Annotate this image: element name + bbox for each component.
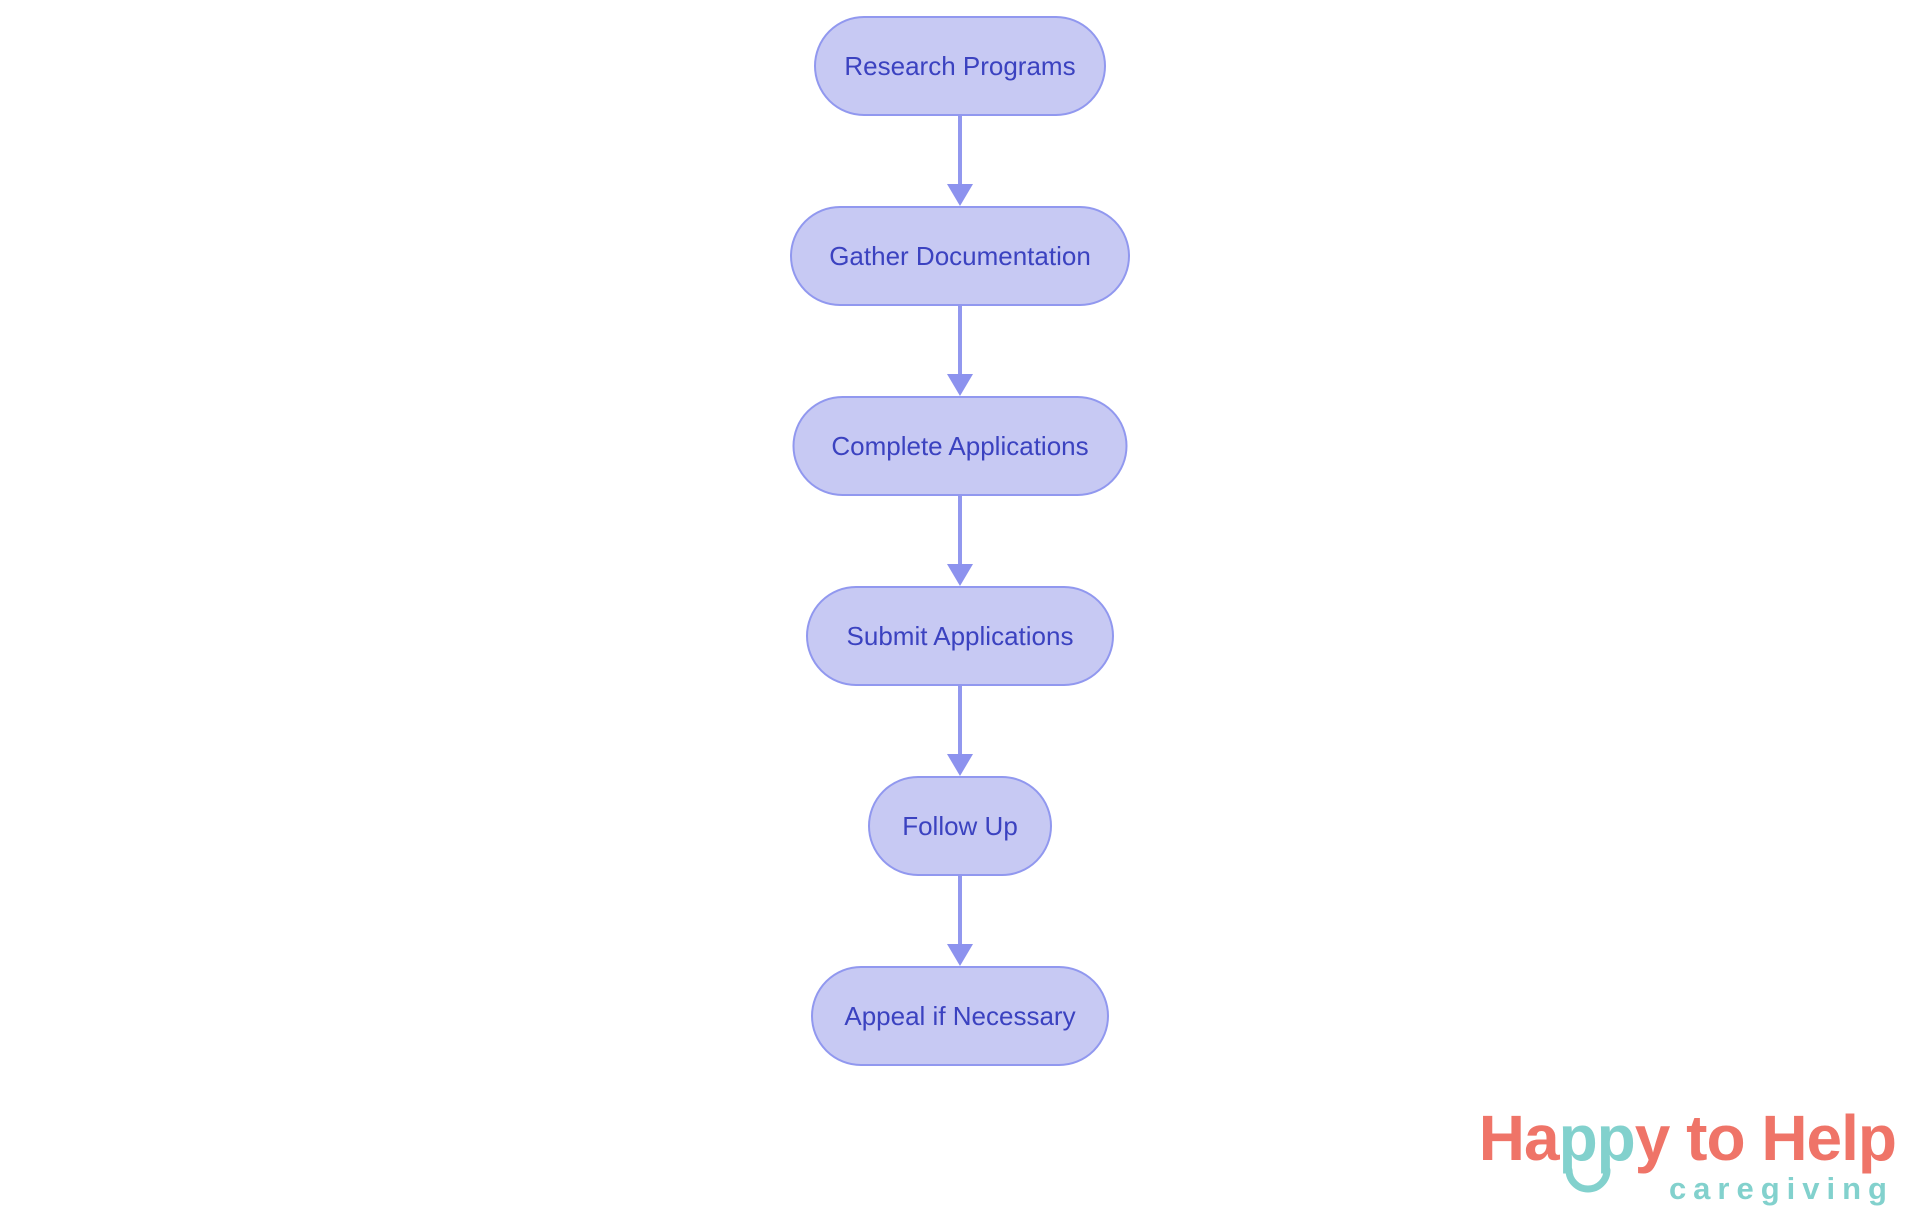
logo-text-pp-letters: pp	[1558, 1102, 1636, 1174]
flow-arrow-4	[946, 686, 974, 776]
flow-node-label: Complete Applications	[831, 430, 1089, 461]
smile-icon	[1565, 1167, 1611, 1193]
flow-arrow-2	[946, 306, 974, 396]
flow-node-label: Research Programs	[844, 50, 1076, 81]
arrow-stem	[958, 876, 962, 945]
flow-arrow-3	[946, 496, 974, 586]
flow-node-submit-applications: Submit Applications	[806, 586, 1114, 686]
arrow-head-icon	[947, 184, 973, 206]
arrow-head-icon	[947, 754, 973, 776]
flow-node-gather-documentation: Gather Documentation	[790, 206, 1130, 306]
logo-text-y-to-help: y to Help	[1634, 1102, 1897, 1174]
flow-node-research-programs: Research Programs	[814, 16, 1106, 116]
arrow-stem	[958, 306, 962, 375]
flow-node-label: Appeal if Necessary	[844, 1000, 1076, 1031]
arrow-stem	[958, 496, 962, 565]
arrow-stem	[958, 116, 962, 185]
flow-arrow-1	[946, 116, 974, 206]
flow-node-appeal-if-necessary: Appeal if Necessary	[811, 966, 1109, 1066]
flow-node-label: Submit Applications	[846, 620, 1074, 651]
logo-subtitle: caregiving	[1668, 1171, 1894, 1206]
flow-node-label: Follow Up	[902, 810, 1018, 841]
flow-node-label: Gather Documentation	[829, 240, 1091, 271]
flow-node-complete-applications: Complete Applications	[792, 396, 1128, 496]
arrow-stem	[958, 686, 962, 755]
logo-text-pp: pp	[1559, 1106, 1636, 1193]
logo-text-ha: Ha	[1478, 1102, 1560, 1174]
arrow-head-icon	[947, 564, 973, 586]
flow-node-follow-up: Follow Up	[868, 776, 1052, 876]
flow-arrow-5	[946, 876, 974, 966]
arrow-head-icon	[947, 374, 973, 396]
arrow-head-icon	[947, 944, 973, 966]
